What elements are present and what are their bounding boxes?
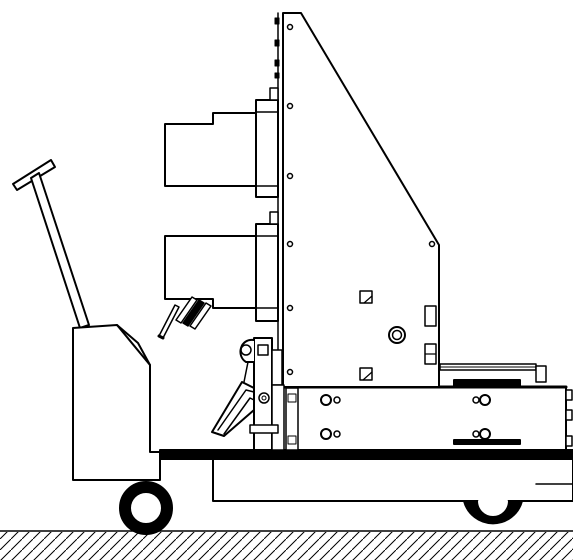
trolley-body: [72, 324, 161, 481]
trolley-platform: [159, 449, 573, 502]
upper-contact-arm: [164, 87, 279, 198]
racking-mechanism: [211, 337, 299, 451]
ground: [0, 530, 573, 560]
rear-wheel: [463, 500, 523, 525]
trolley-handle: [12, 159, 90, 329]
guide-rail: [439, 363, 547, 383]
front-wheel: [119, 481, 173, 535]
breaker-enclosure: [274, 12, 440, 388]
breaker-carriage: [281, 379, 573, 451]
cable-clamp: [157, 296, 212, 340]
lower-contact-arm: [164, 211, 279, 322]
